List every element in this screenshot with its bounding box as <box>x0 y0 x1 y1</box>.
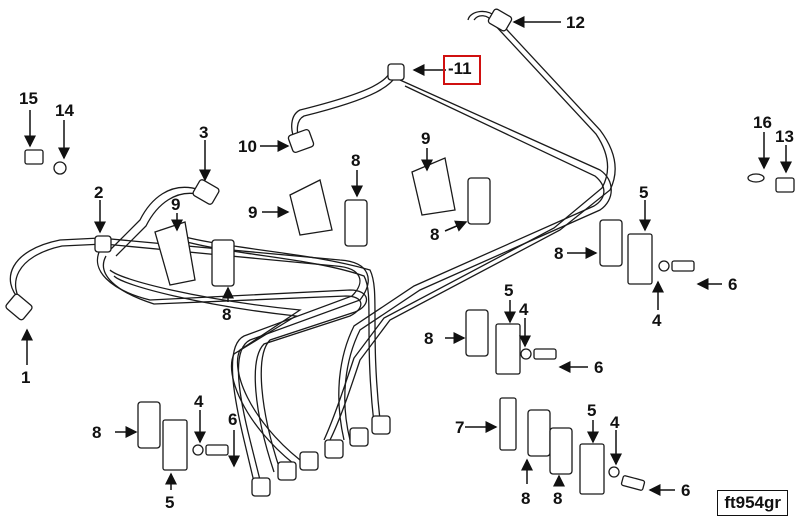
callout-8: 8 <box>430 225 439 244</box>
callout-3: 3 <box>199 123 208 142</box>
callout-14: 14 <box>55 101 74 120</box>
callout-9: 9 <box>421 129 430 148</box>
callout-11-highlighted: -11 <box>448 59 472 78</box>
callout-7: 7 <box>455 418 464 437</box>
callout-8: 8 <box>553 489 562 508</box>
callout-8: 8 <box>554 244 563 263</box>
callout-5: 5 <box>165 493 174 512</box>
figure-reference-tag: ft954gr <box>717 490 788 516</box>
callout-15: 15 <box>19 89 38 108</box>
callout-8: 8 <box>351 151 360 170</box>
callout-5: 5 <box>587 401 596 420</box>
callout-10: 10 <box>238 137 257 156</box>
callout-6: 6 <box>728 275 737 294</box>
callout-13: 13 <box>775 127 794 146</box>
callout-8: 8 <box>521 489 530 508</box>
callout-4: 4 <box>194 392 204 411</box>
callout-labels: 1 2 3 4 4 4 4 5 5 5 5 5 6 6 6 6 7 8 8 8 … <box>19 13 794 512</box>
leader-lines <box>21 16 792 496</box>
callout-8: 8 <box>222 305 231 324</box>
callout-1: 1 <box>21 368 30 387</box>
callout-12: 12 <box>566 13 585 32</box>
callout-2: 2 <box>94 183 103 202</box>
fuel-line-bundle <box>9 10 616 483</box>
clamp-halves <box>137 177 623 475</box>
callout-4: 4 <box>652 311 662 330</box>
callout-5: 5 <box>639 183 648 202</box>
callout-16: 16 <box>753 113 772 132</box>
callout-5: 5 <box>504 281 513 300</box>
callout-9: 9 <box>171 195 180 214</box>
callout-8: 8 <box>424 329 433 348</box>
bolts <box>24 149 795 491</box>
callout-4: 4 <box>519 300 529 319</box>
callout-6: 6 <box>681 481 690 500</box>
fitting-nuts <box>5 8 513 497</box>
callout-6: 6 <box>228 410 237 429</box>
callout-6: 6 <box>594 358 603 377</box>
callout-4: 4 <box>610 413 620 432</box>
callout-8: 8 <box>92 423 101 442</box>
plates <box>162 233 653 495</box>
callout-9: 9 <box>248 203 257 222</box>
highlight-box <box>443 55 481 85</box>
brackets <box>154 157 456 286</box>
